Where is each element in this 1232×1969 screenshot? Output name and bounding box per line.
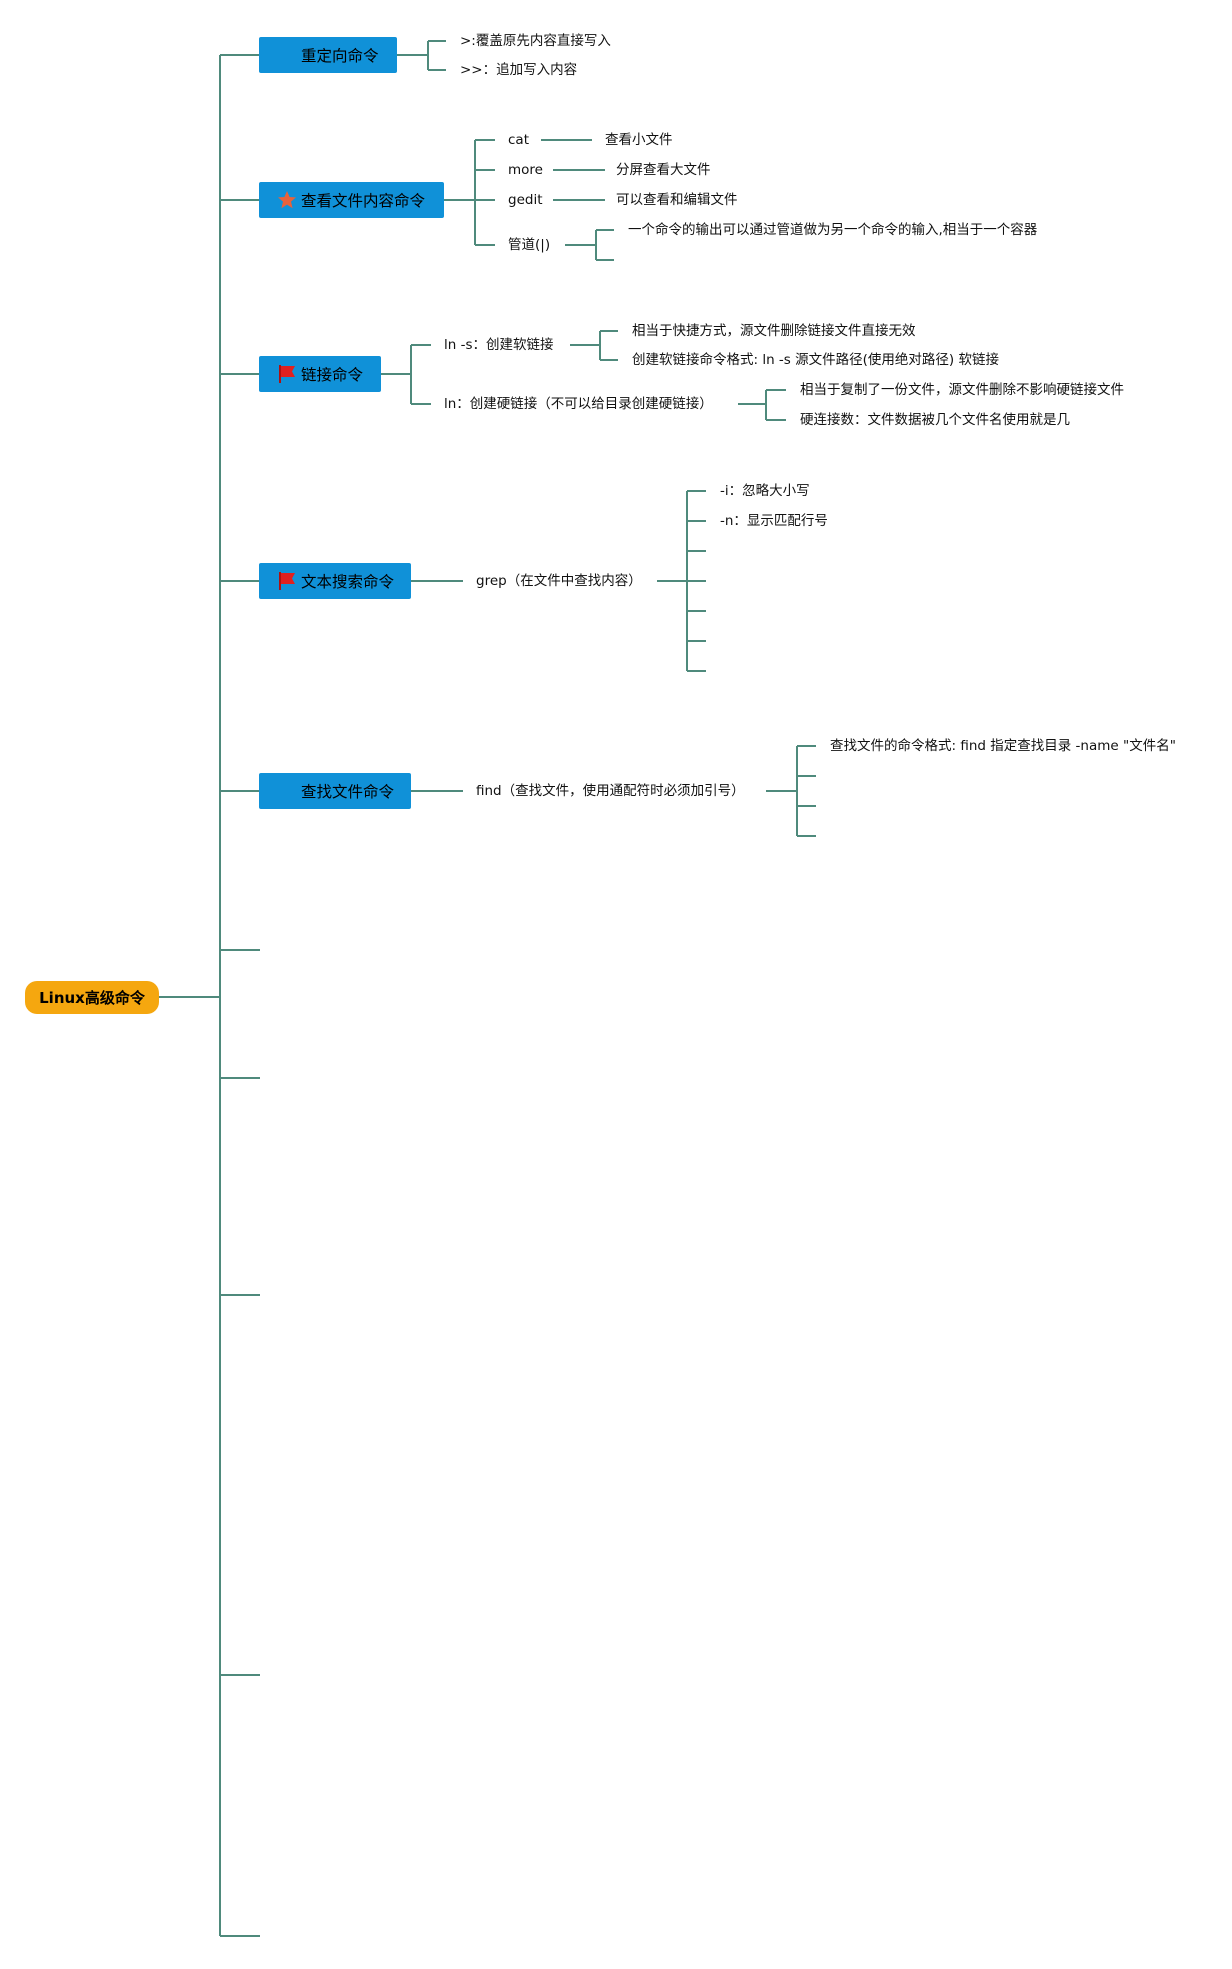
leaf-gedit-cmd[interactable]: gedit [508, 192, 543, 208]
topic-link[interactable]: 链接命令 [259, 356, 381, 392]
leaf-find-format[interactable]: 查找文件的命令格式: find 指定查找目录 -name "文件名" [830, 738, 1176, 754]
leaf-redirect-append[interactable]: >>：追加写入内容 [460, 62, 578, 78]
leaf-grep-option-i[interactable]: -i：忽略大小写 [720, 483, 810, 499]
leaf-soft-link-cmd[interactable]: ln -s：创建软链接 [444, 337, 554, 353]
leaf-cat-desc[interactable]: 查看小文件 [605, 132, 673, 148]
leaf-hard-link-desc-2[interactable]: 硬连接数：文件数据被几个文件名使用就是几 [800, 412, 1070, 428]
leaf-more-cmd[interactable]: more [508, 162, 543, 178]
leaf-more-desc[interactable]: 分屏查看大文件 [616, 162, 711, 178]
topic-find-file-label: 查找文件命令 [301, 783, 395, 801]
topic-redirect[interactable]: 重定向命令 [259, 37, 397, 73]
topic-view-file[interactable]: 查看文件内容命令 [259, 182, 444, 218]
leaf-find-cmd[interactable]: find（查找文件，使用通配符时必须加引号） [476, 783, 745, 799]
flag-icon [279, 572, 295, 590]
leaf-cat-cmd[interactable]: cat [508, 132, 529, 148]
leaf-hard-link-cmd[interactable]: ln：创建硬链接（不可以给目录创建硬链接） [444, 396, 713, 412]
star-icon [278, 191, 296, 209]
leaf-hard-link-desc-1[interactable]: 相当于复制了一份文件，源文件删除不影响硬链接文件 [800, 382, 1124, 398]
root-node[interactable]: Linux高级命令 [25, 981, 159, 1014]
leaf-soft-link-desc-2[interactable]: 创建软链接命令格式: ln -s 源文件路径(使用绝对路径) 软链接 [632, 352, 999, 368]
root-node-label: Linux高级命令 [39, 989, 145, 1007]
topic-redirect-label: 重定向命令 [301, 47, 379, 65]
leaf-grep-cmd[interactable]: grep（在文件中查找内容） [476, 573, 642, 589]
leaf-grep-option-n[interactable]: -n：显示匹配行号 [720, 513, 828, 529]
topic-link-label: 链接命令 [301, 366, 364, 384]
leaf-soft-link-desc-1[interactable]: 相当于快捷方式，源文件删除链接文件直接无效 [632, 323, 916, 339]
leaf-pipe-desc[interactable]: 一个命令的输出可以通过管道做为另一个命令的输入,相当于一个容器 [628, 222, 1038, 238]
topic-text-search-label: 文本搜索命令 [301, 573, 395, 591]
flag-icon [279, 365, 295, 383]
topic-text-search[interactable]: 文本搜索命令 [259, 563, 411, 599]
leaf-pipe-cmd[interactable]: 管道(|) [508, 237, 551, 253]
leaf-redirect-overwrite[interactable]: >:覆盖原先内容直接写入 [460, 33, 611, 49]
topic-find-file[interactable]: 查找文件命令 [259, 773, 411, 809]
leaf-gedit-desc[interactable]: 可以查看和编辑文件 [616, 192, 738, 208]
topic-view-file-label: 查看文件内容命令 [301, 192, 426, 210]
